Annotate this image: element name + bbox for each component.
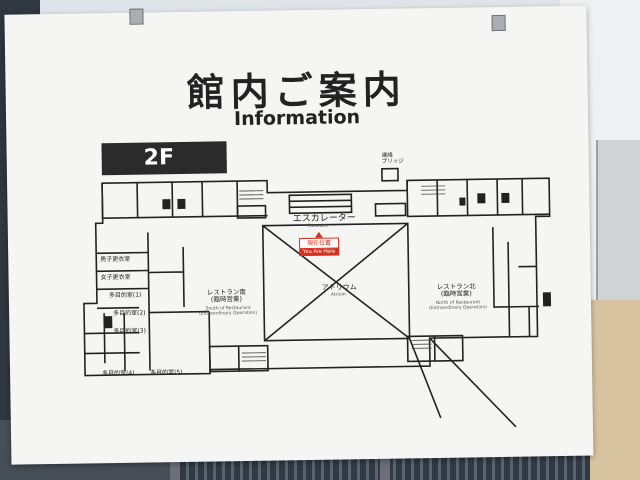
restaurant-north-label: レストラン北 (臨時営業)	[436, 282, 476, 298]
restaurant-south-label-en: South of Restaurant (Extraordinary Opera…	[199, 305, 258, 317]
stand-post-right	[380, 440, 390, 480]
atrium-label-en: Atrium	[330, 292, 347, 298]
womens-locker-label: 女子更衣室	[100, 273, 131, 282]
you-are-here-marker: 現在位置 You Are Here	[298, 231, 340, 256]
you-are-here-en: You Are Here	[299, 248, 340, 256]
multipurpose-room-5-label: 多目的室(5)	[150, 368, 183, 377]
floor-guide-board: 館内ご案内 Information 2F	[4, 5, 594, 465]
multipurpose-room-4-label: 多目的室(4)	[102, 369, 135, 378]
multipurpose-room-2-label: 多目的室(2)	[113, 309, 146, 318]
restaurant-north-label-en: North of Restaurant (Extraordinary Opera…	[429, 300, 488, 311]
floor-plan	[83, 167, 552, 428]
you-are-here-jp: 現在位置	[298, 237, 340, 250]
multipurpose-room-3-label: 多目的室(3)	[113, 327, 146, 336]
multipurpose-room-1-label: 多目的室(1)	[108, 291, 142, 300]
handrail	[596, 140, 640, 310]
atrium-label: アトリウム	[321, 283, 357, 292]
restaurant-south-label: レストラン南 (臨時営業)	[206, 287, 246, 304]
mens-locker-label: 男子更衣室	[100, 255, 131, 264]
bridge-label: 連絡 ブリッジ	[381, 152, 404, 165]
escalator-label-en: Escalator	[307, 223, 329, 230]
